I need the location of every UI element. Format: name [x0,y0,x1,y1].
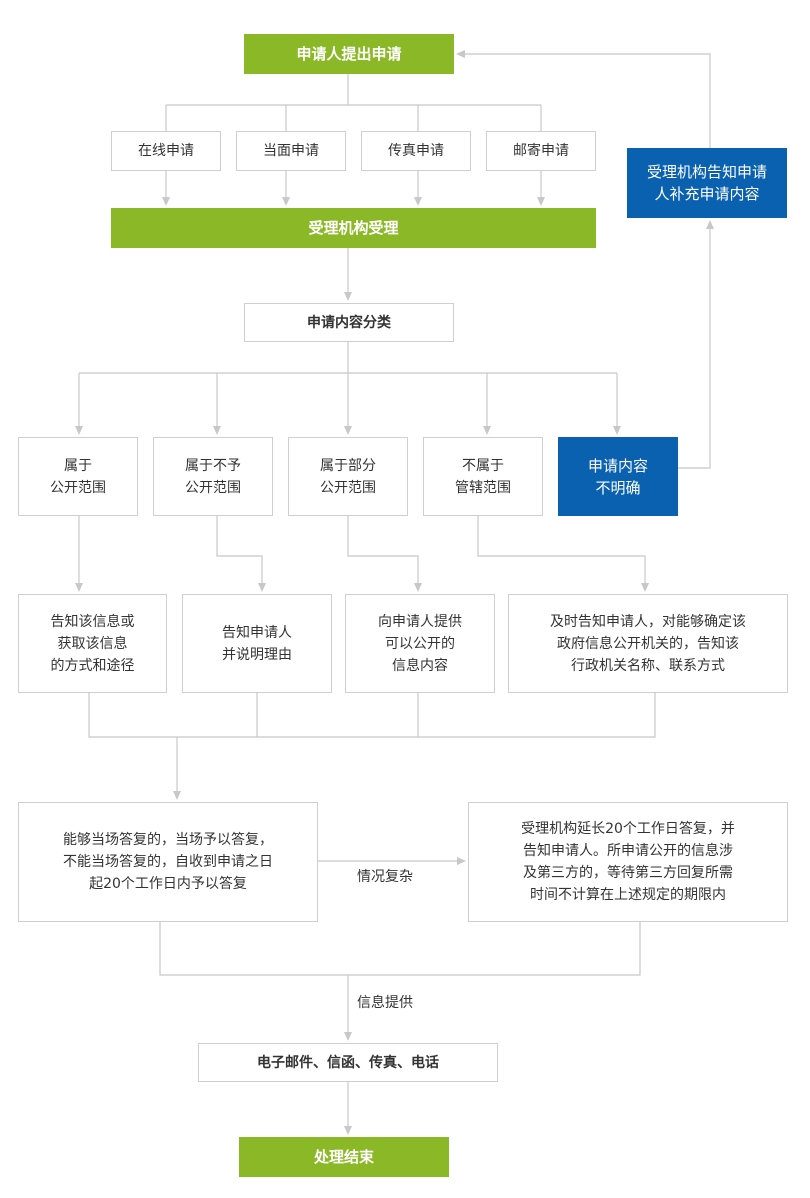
node-in-person: 当面申请 [236,131,346,171]
node-res-public-label: 告知该信息或 获取该信息 的方式和途径 [50,613,135,674]
node-start: 申请人提出申请 [244,34,454,74]
node-res-not-public: 告知申请人 并说明理由 [182,594,332,693]
node-cat-public: 属于 公开范围 [18,437,138,516]
node-online: 在线申请 [111,131,221,171]
node-cat-partial: 属于部分 公开范围 [288,437,408,516]
connector [88,693,656,738]
node-res-partial-label: 向申请人提供 可以公开的 信息内容 [378,613,462,674]
node-notify-supplement: 受理机构告知申请 人补充申请内容 [627,148,787,218]
arrow [347,516,422,592]
arrow [456,50,711,148]
node-cat-not-public: 属于不予 公开范围 [153,437,273,516]
node-online-label: 在线申请 [138,143,194,159]
node-res-not-public-label: 告知申请人 并说明理由 [222,624,292,663]
node-cat-not-public-label: 属于不予 公开范围 [185,457,241,496]
node-res-partial: 向申请人提供 可以公开的 信息内容 [345,594,495,693]
node-cat-outside: 不属于 管辖范围 [423,437,543,516]
node-reply: 能够当场答复的，当场予以答复， 不能当场答复的，自收到申请之日 起20个工作日内… [18,802,318,922]
node-end: 处理结束 [239,1137,449,1177]
node-res-public: 告知该信息或 获取该信息 的方式和途径 [18,594,167,693]
node-start-label: 申请人提出申请 [296,45,402,63]
connector [159,922,641,976]
node-res-outside: 及时告知申请人，对能够确定该 政府信息公开机关的，告知该 行政机关名称、联系方式 [508,594,788,693]
node-cat-unclear-label: 申请内容 不明确 [587,456,648,497]
arrow [477,516,649,592]
node-extend-label: 受理机构延长20个工作日答复，并 告知申请人。所申请公开的信息涉 及第三方的，等… [521,821,735,903]
node-extend: 受理机构延长20个工作日答复，并 告知申请人。所申请公开的信息涉 及第三方的，等… [468,802,788,922]
node-fax-label: 传真申请 [388,143,444,159]
node-notify-supplement-label: 受理机构告知申请 人补充申请内容 [646,163,767,203]
node-cat-partial-label: 属于部分 公开范围 [320,457,376,496]
arrow [216,516,266,592]
node-classify-label: 申请内容分类 [307,314,391,331]
node-reply-label: 能够当场答复的，当场予以答复， 不能当场答复的，自收到申请之日 起20个工作日内… [63,832,273,892]
edge-label-provide: 信息提供 [357,992,413,1012]
edge-label-complex: 情况复杂 [357,866,413,886]
node-accept-label: 受理机构受理 [308,219,399,237]
node-channels: 电子邮件、信函、传真、电话 [198,1043,498,1082]
node-res-outside-label: 及时告知申请人，对能够确定该 政府信息公开机关的，告知该 行政机关名称、联系方式 [550,613,746,674]
node-mail-label: 邮寄申请 [513,143,569,159]
node-in-person-label: 当面申请 [263,143,319,159]
node-end-label: 处理结束 [313,1148,374,1166]
node-channels-label: 电子邮件、信函、传真、电话 [257,1054,439,1071]
node-cat-unclear: 申请内容 不明确 [558,437,678,516]
node-accept: 受理机构受理 [111,208,596,248]
arrow [678,220,714,469]
node-fax: 传真申请 [361,131,471,171]
node-cat-outside-label: 不属于 管辖范围 [455,457,511,496]
node-mail: 邮寄申请 [486,131,596,171]
node-classify: 申请内容分类 [244,303,454,342]
node-cat-public-label: 属于 公开范围 [50,457,106,496]
